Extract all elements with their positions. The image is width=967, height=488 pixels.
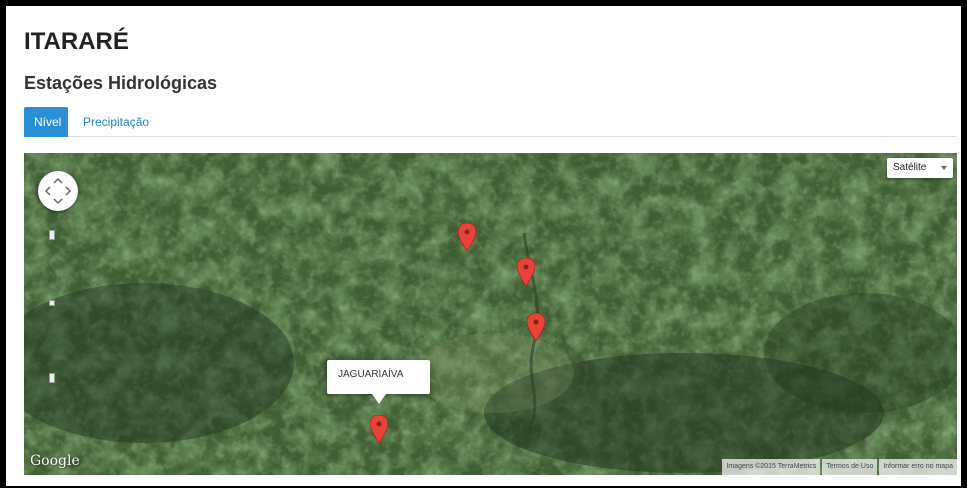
chevron-down-icon (941, 166, 947, 170)
zoom-out-button[interactable] (49, 373, 55, 383)
map-type-select[interactable]: Satélite (887, 158, 953, 178)
zoom-slider-handle[interactable] (49, 300, 55, 306)
station-marker-icon[interactable] (517, 258, 535, 286)
section-title: Estações Hidrológicas (24, 73, 218, 93)
pan-arrows-icon (44, 177, 72, 205)
info-window-tail (372, 394, 386, 404)
tab-bar: Nível Precipitação (24, 107, 957, 137)
map-attribution: Imagens ©2015 TerraMetrics Termos de Uso… (720, 459, 957, 475)
terms-link[interactable]: Termos de Uso (822, 459, 878, 475)
page-title: ITARARÉ (24, 28, 129, 55)
station-marker-icon[interactable] (527, 313, 545, 341)
info-window: JAGUARIAÍVA (327, 360, 430, 404)
zoom-in-button[interactable] (49, 230, 55, 240)
station-marker-icon[interactable] (370, 415, 388, 443)
page-frame: ITARARÉ Estações Hidrológicas Nível Prec… (6, 6, 961, 486)
report-error-link[interactable]: Informar erro no mapa (879, 459, 957, 475)
station-marker-icon[interactable] (458, 223, 476, 251)
tab-precipitacao[interactable]: Precipitação (83, 115, 150, 129)
pan-control[interactable] (38, 171, 78, 211)
info-window-label: JAGUARIAÍVA (338, 369, 404, 380)
map-view[interactable]: Satélite JAGUARIAÍVA Google Imagens ©201… (24, 153, 957, 475)
imagery-credit: Imagens ©2015 TerraMetrics (722, 459, 821, 475)
map-type-label: Satélite (893, 162, 927, 173)
google-logo: Google (30, 453, 80, 469)
satellite-imagery (24, 153, 957, 475)
tab-nivel[interactable]: Nível (24, 107, 68, 137)
